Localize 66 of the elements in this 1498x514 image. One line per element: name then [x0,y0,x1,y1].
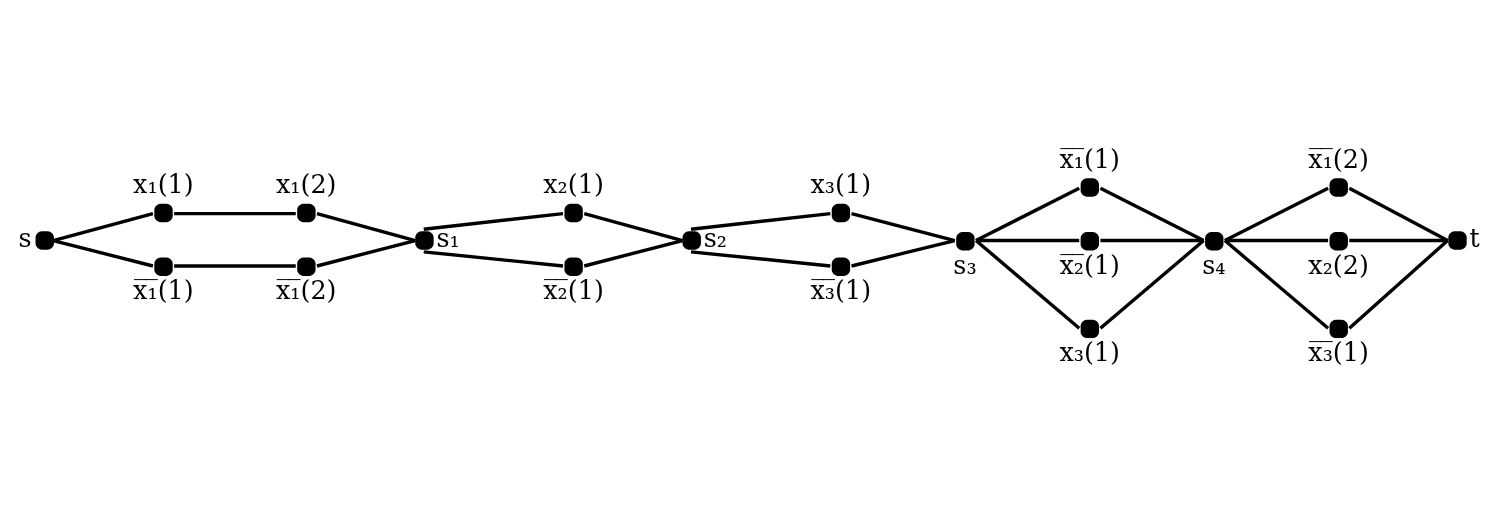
connector [423,211,564,231]
connector [1348,186,1449,242]
node-circle [956,231,975,250]
node-label: t [1469,222,1480,253]
node-label: x̅₂̅(1) [543,274,604,305]
node-circle [415,230,434,250]
node-label: s₄ [1202,249,1226,280]
node-label: x₁(2) [275,168,337,199]
connector [174,211,296,215]
connector [316,211,416,242]
node-circle [831,203,851,222]
connector [1224,186,1329,242]
node-circle [564,203,583,222]
connector [1100,238,1204,242]
node-circle [831,257,851,276]
node-circle [682,230,701,250]
node-label: s [18,222,32,253]
node-label: x̅₁̅(2) [275,274,337,305]
node-circle [1448,230,1467,250]
node-label: x̅₁̅(1) [1059,143,1120,174]
node-circle [1205,231,1224,250]
connector [1349,238,1448,242]
node-label: x₃(1) [810,168,872,199]
node-label: s₃ [953,249,977,280]
node-circle [154,257,173,276]
connector [52,238,154,268]
node-circle [1329,231,1348,250]
node-circle [564,257,583,276]
node-circle [154,203,173,222]
node-circle [1080,319,1099,338]
connector [976,238,1080,242]
node-label: x̅₁̅(1) [133,274,194,305]
connector [851,238,956,268]
node-label: x̅₁̅(2) [1308,143,1369,174]
connector [1099,238,1205,329]
connector [316,238,416,268]
node-label: x̅₃̅(1) [1308,336,1369,367]
connector [583,238,683,268]
connector [975,186,1080,242]
node-circle [1329,177,1348,197]
connector [690,211,831,231]
node-label: x₃(1) [1059,336,1120,367]
connector [1223,238,1330,329]
node-circle [297,203,316,222]
node-label: x₂(1) [543,168,604,199]
node-circle [1080,231,1099,250]
connector [851,211,956,242]
connector [690,249,831,268]
node-circle [35,230,54,250]
connector [423,249,564,268]
connector [1224,238,1329,242]
node-circle [1329,319,1348,338]
node-label: x̅₃̅(1) [810,274,872,305]
node-label: x̅₂̅(1) [1059,249,1120,280]
node-label: s₂ [703,222,728,253]
connector [52,211,154,242]
node-label: s₁ [436,222,460,253]
connector [1099,186,1205,242]
node-circle [1080,177,1099,197]
node-label: x₁(1) [133,168,194,199]
node-label: x₂(2) [1308,249,1369,280]
connector [174,263,296,268]
connector [583,211,683,242]
node-circle [297,257,316,276]
connector [1348,238,1449,329]
connector [974,238,1081,329]
